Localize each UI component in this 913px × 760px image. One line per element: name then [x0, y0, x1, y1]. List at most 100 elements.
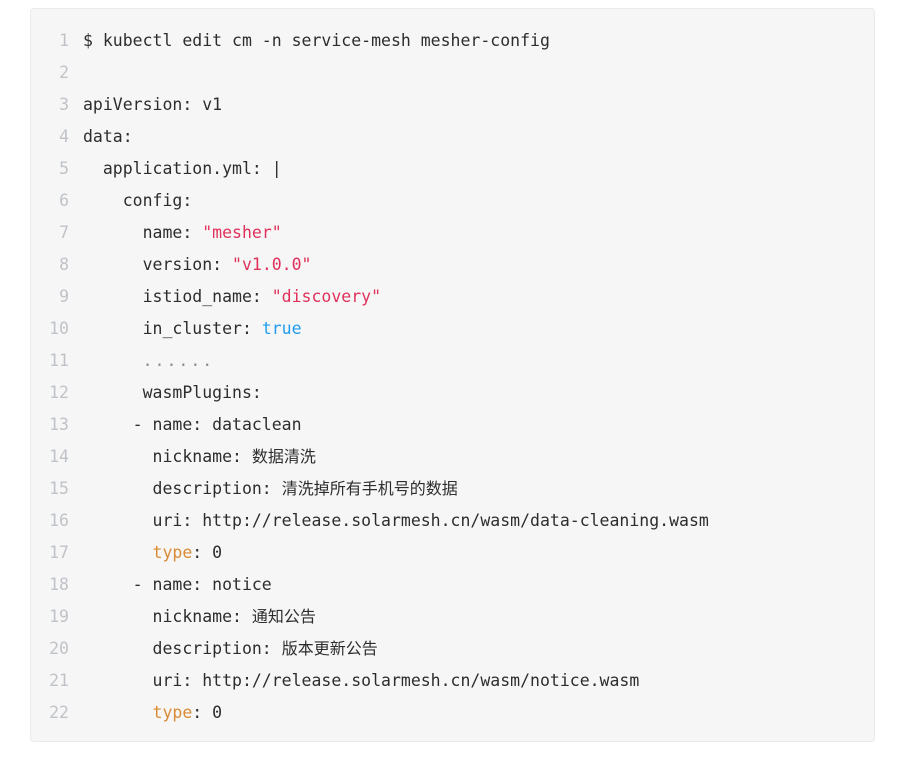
line-content[interactable]: uri: http://release.solarmesh.cn/wasm/no…	[83, 665, 874, 697]
token-cjk: 数据清洗	[251, 447, 316, 466]
line-content[interactable]: - name: dataclean	[83, 409, 874, 441]
code-line: 7 name: "mesher"	[31, 217, 874, 249]
code-line: 11 ......	[31, 345, 874, 377]
code-line: 17 type: 0	[31, 537, 874, 569]
token-plain: istiod_name:	[83, 287, 272, 306]
token-plain	[83, 703, 153, 722]
token-plain: description:	[83, 479, 282, 498]
code-line: 6 config:	[31, 185, 874, 217]
token-plain: in_cluster:	[83, 319, 262, 338]
code-line: 19 nickname: 通知公告	[31, 601, 874, 633]
line-number: 13	[49, 415, 69, 434]
line-content[interactable]: type: 0	[83, 537, 874, 569]
line-number: 8	[59, 255, 69, 274]
token-plain: - name: notice	[83, 575, 272, 594]
line-content[interactable]: name: "mesher"	[83, 217, 874, 249]
line-content[interactable]: - name: notice	[83, 569, 874, 601]
line-number: 5	[59, 159, 69, 178]
code-line-list[interactable]: 1 $ kubectl edit cm -n service-mesh meshe…	[31, 9, 874, 741]
code-line: 4 data:	[31, 121, 874, 153]
code-line: 8 version: "v1.0.0"	[31, 249, 874, 281]
line-content[interactable]: application.yml: |	[83, 153, 874, 185]
token-plain: $ kubectl edit cm -n service-mesh mesher…	[83, 31, 550, 50]
line-content[interactable]: uri: http://release.solarmesh.cn/wasm/da…	[83, 505, 874, 537]
token-plain: wasmPlugins:	[83, 383, 262, 402]
code-line: 21 uri: http://release.solarmesh.cn/wasm…	[31, 665, 874, 697]
line-content[interactable]: version: "v1.0.0"	[83, 249, 874, 281]
line-content[interactable]: $ kubectl edit cm -n service-mesh mesher…	[83, 25, 874, 57]
token-plain: application.yml: |	[83, 159, 282, 178]
line-number: 21	[49, 671, 69, 690]
code-line: 3 apiVersion: v1	[31, 89, 874, 121]
line-number: 16	[49, 511, 69, 530]
token-plain: : 0	[192, 703, 223, 722]
line-number: 9	[59, 287, 69, 306]
line-content[interactable]: wasmPlugins:	[83, 377, 874, 409]
line-number: 18	[49, 575, 69, 594]
line-number: 17	[49, 543, 69, 562]
code-line: 9 istiod_name: "discovery"	[31, 281, 874, 313]
token-cjk: 清洗掉所有手机号的数据	[281, 479, 458, 498]
code-line: 10 in_cluster: true	[31, 313, 874, 345]
token-string: "mesher"	[202, 223, 282, 242]
token-cjk: 版本更新公告	[281, 639, 378, 658]
token-dots: ......	[142, 351, 215, 370]
code-line: 16 uri: http://release.solarmesh.cn/wasm…	[31, 505, 874, 537]
token-plain: uri: http://release.solarmesh.cn/wasm/no…	[83, 671, 640, 690]
token-string: "discovery"	[271, 287, 382, 306]
line-content[interactable]: type: 0	[83, 697, 874, 729]
token-plain: data:	[83, 127, 133, 146]
token-key: type	[152, 543, 193, 562]
line-number: 11	[49, 351, 69, 370]
token-plain	[83, 351, 143, 370]
code-block-container: 1 $ kubectl edit cm -n service-mesh meshe…	[30, 8, 875, 742]
token-boolean: true	[261, 319, 302, 338]
line-number: 6	[59, 191, 69, 210]
token-plain: - name: dataclean	[83, 415, 302, 434]
line-content[interactable]: description: 版本更新公告	[83, 633, 874, 665]
line-number: 22	[49, 703, 69, 722]
line-number: 1	[59, 31, 69, 50]
line-content[interactable]: apiVersion: v1	[83, 89, 874, 121]
code-line: 5 application.yml: |	[31, 153, 874, 185]
line-content[interactable]: nickname: 通知公告	[83, 601, 874, 633]
line-content[interactable]: nickname: 数据清洗	[83, 441, 874, 473]
line-number: 10	[49, 319, 69, 338]
code-line: 15 description: 清洗掉所有手机号的数据	[31, 473, 874, 505]
code-line: 14 nickname: 数据清洗	[31, 441, 874, 473]
token-key: type	[152, 703, 193, 722]
line-content[interactable]: config:	[83, 185, 874, 217]
code-line: 12 wasmPlugins:	[31, 377, 874, 409]
line-content[interactable]: istiod_name: "discovery"	[83, 281, 874, 313]
token-plain: config:	[83, 191, 193, 210]
line-number: 19	[49, 607, 69, 626]
token-plain: : 0	[192, 543, 223, 562]
line-content[interactable]: in_cluster: true	[83, 313, 874, 345]
line-number: 7	[59, 223, 69, 242]
token-plain: name:	[83, 223, 203, 242]
token-string: "v1.0.0"	[232, 255, 312, 274]
line-content[interactable]: ......	[83, 345, 874, 377]
code-line: 2	[31, 57, 874, 89]
token-plain	[83, 543, 153, 562]
line-number: 15	[49, 479, 69, 498]
code-line: 18 - name: notice	[31, 569, 874, 601]
line-content[interactable]: description: 清洗掉所有手机号的数据	[83, 473, 874, 505]
token-plain: nickname:	[83, 447, 252, 466]
token-plain: apiVersion: v1	[83, 95, 223, 114]
token-plain: uri: http://release.solarmesh.cn/wasm/da…	[83, 511, 709, 530]
line-number: 4	[59, 127, 69, 146]
token-plain: version:	[83, 255, 233, 274]
token-cjk: 通知公告	[251, 607, 316, 626]
token-plain: nickname:	[83, 607, 252, 626]
line-number: 2	[59, 63, 69, 82]
line-number: 14	[49, 447, 69, 466]
code-line: 20 description: 版本更新公告	[31, 633, 874, 665]
line-number: 3	[59, 95, 69, 114]
line-content[interactable]: data:	[83, 121, 874, 153]
code-line: 22 type: 0	[31, 697, 874, 729]
code-line: 1 $ kubectl edit cm -n service-mesh meshe…	[31, 25, 874, 57]
line-number: 12	[49, 383, 69, 402]
token-plain: description:	[83, 639, 282, 658]
code-line: 13 - name: dataclean	[31, 409, 874, 441]
